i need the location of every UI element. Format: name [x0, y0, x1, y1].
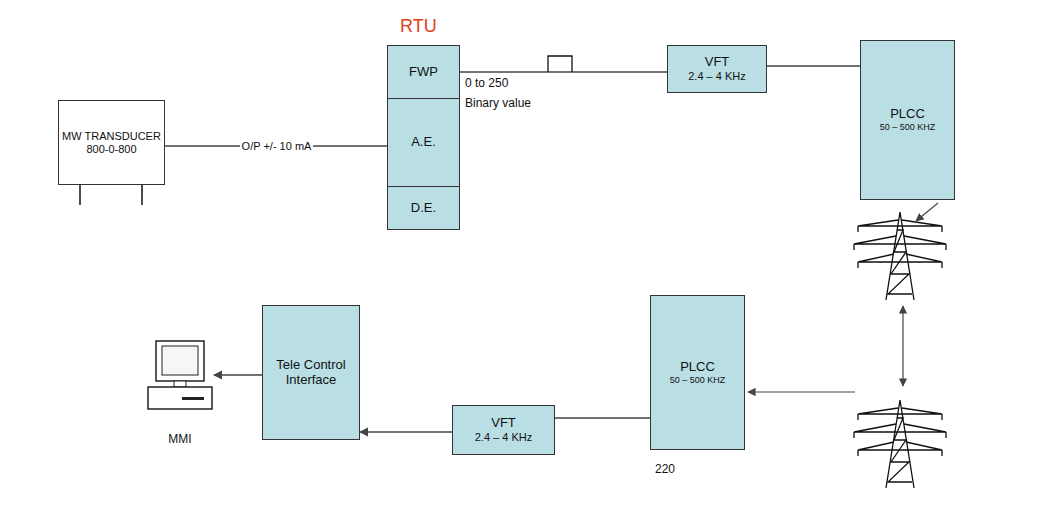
terminal-lead [79, 185, 81, 205]
signal-connector [767, 65, 860, 66]
rtu-section: A.E. [388, 98, 459, 186]
terminal-lead [141, 185, 143, 205]
signal-connector [459, 71, 667, 72]
voltage-label: 220 [655, 462, 675, 476]
pulse-symbol [548, 56, 572, 72]
plcc-box: PLCC50 – 500 KHZ [860, 40, 955, 200]
rtu-box: RTUFWPA.E.D.E. [387, 45, 460, 230]
transmission-tower [854, 400, 946, 488]
transducer-box: MW TRANSDUCER800-0-800 [58, 100, 165, 185]
signal-range: 0 to 250 [465, 76, 508, 90]
signal-connector [214, 374, 262, 375]
mmi-computer: MMI [146, 335, 214, 447]
box-title: VFT [702, 55, 733, 70]
signal-type: Binary value [465, 96, 531, 110]
box-title: VFT [488, 416, 519, 431]
coupling-arrow [748, 391, 855, 392]
rtu-section: D.E. [388, 186, 459, 229]
box-title: D.E. [408, 201, 439, 216]
box-subtitle: 2.4 – 4 KHz [685, 70, 748, 83]
box-subtitle: 2.4 – 4 KHz [472, 431, 535, 444]
transmission-tower [854, 212, 946, 300]
box-title: A.E. [408, 135, 439, 150]
unit-heading: RTU [400, 16, 437, 37]
telecontrol-box: Tele Control Interface [262, 305, 360, 440]
box-subtitle: 50 – 500 KHZ [877, 122, 939, 132]
vft-box: VFT2.4 – 4 KHz [667, 45, 767, 93]
box-subtitle: 800-0-800 [83, 143, 139, 156]
rtu-section: FWP [388, 46, 459, 98]
coupling-arrow [916, 203, 938, 221]
box-title: MMI [165, 433, 194, 447]
box-title: PLCC [677, 360, 718, 375]
computer-icon [146, 335, 214, 421]
plcc-box: PLCC50 – 500 KHZ [650, 295, 745, 450]
signal-connector [360, 431, 452, 432]
line-link-arrow [902, 306, 903, 386]
box-title: Tele Control Interface [263, 358, 359, 388]
vft-box: VFT2.4 – 4 KHz [452, 405, 555, 455]
box-subtitle: 50 – 500 KHZ [667, 375, 729, 385]
box-title: FWP [406, 65, 441, 80]
box-title: MW TRANSDUCER [59, 130, 164, 143]
signal-connector [555, 417, 650, 418]
signal-label: O/P +/- 10 mA [240, 140, 314, 152]
box-title: PLCC [887, 107, 928, 122]
